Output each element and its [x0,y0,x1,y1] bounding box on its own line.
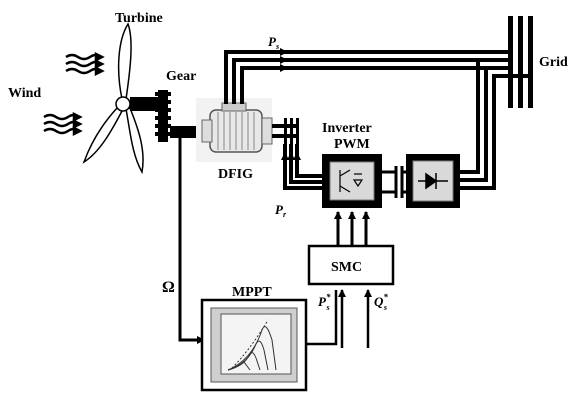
grid-label: Grid [539,55,568,70]
turbine-blade-top [117,22,132,100]
wind-arrows-upper [65,51,105,77]
qs-ref-label: Q*s [374,292,388,312]
mppt-curves [227,319,277,371]
turbine-blade-right [125,107,144,175]
speed-feedback-line [178,138,205,344]
turbine-rotor [82,22,144,175]
inverter-label: Inverter [322,121,372,136]
wind-label: Wind [8,86,41,101]
turbine-label: Turbine [115,11,163,26]
wind-arrows-lower [43,111,83,137]
turbine-blade-left [82,105,123,164]
stator-arrows [280,48,288,72]
dfig-generator [196,98,273,162]
mppt-block[interactable] [200,298,308,392]
high-speed-shaft [170,126,204,138]
mppt-label: MPPT [232,285,272,300]
rotor-terminals [272,118,299,144]
rotor-power-lines [283,144,324,190]
ps-ref-label: P*s [318,292,331,312]
mppt-to-smc-line [306,290,338,346]
omega-label: Ω [162,279,175,296]
grid-side-converter[interactable] [406,154,460,208]
stator-power-lines [224,50,512,104]
grid-converter-lines [460,58,512,190]
smc-controller[interactable] [307,244,395,286]
reference-inputs [338,289,372,348]
gearbox [155,90,171,142]
rotor-arrows [281,152,301,160]
ps-label: Ps [268,34,279,51]
gear-label: Gear [166,69,196,84]
dc-link-capacitor [382,166,408,198]
rotor-side-inverter[interactable] [322,154,382,208]
turbine-hub [115,96,131,112]
smc-control-lines [334,211,370,246]
pr-label: Pr [275,202,287,219]
dfig-label: DFIG [218,167,253,182]
pwm-label: PWM [334,137,370,152]
smc-label: SMC [331,260,362,275]
